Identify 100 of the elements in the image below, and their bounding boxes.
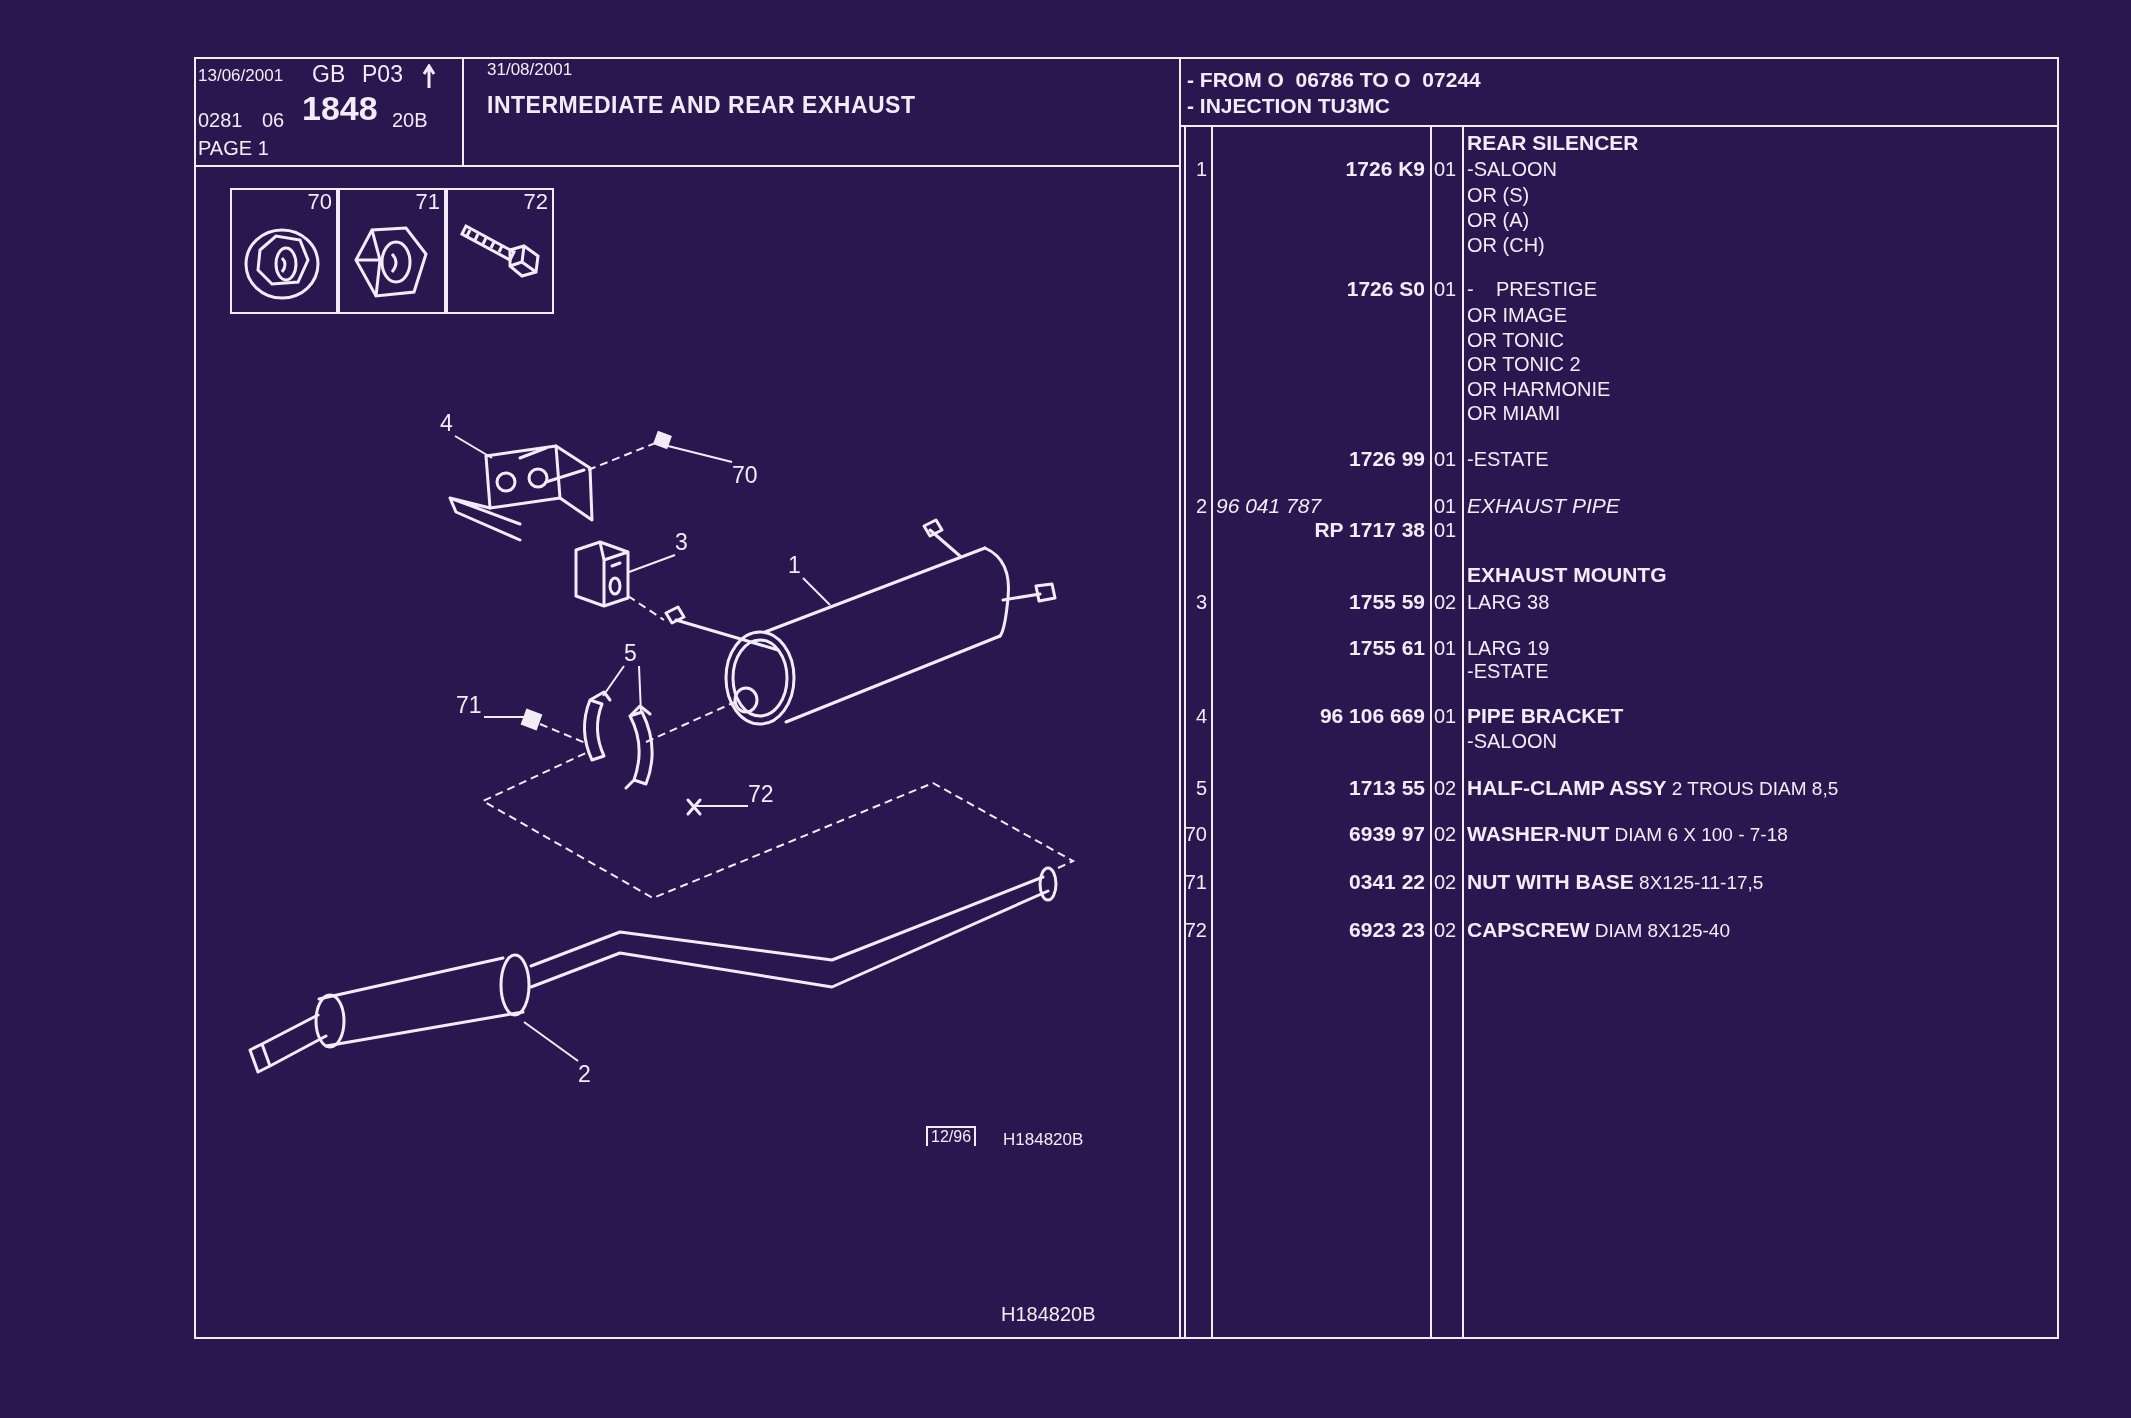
label-text: 01	[1434, 636, 1457, 660]
label-text: 01	[1434, 518, 1457, 542]
catalogue-number: 1848	[302, 96, 378, 120]
label-text: 72	[1184, 918, 1207, 942]
label-text: EXHAUST PIPE	[1467, 494, 1620, 518]
label-text: OR TONIC	[1467, 328, 1565, 352]
part-thumbnail-box	[338, 188, 446, 314]
callout-number: 72	[748, 781, 774, 807]
callout-number: 3	[675, 529, 688, 555]
label-text: REAR SILENCER	[1467, 131, 1639, 155]
leader-line	[483, 716, 525, 718]
label-text: 01	[1434, 494, 1457, 518]
label-text: 0281	[198, 108, 243, 132]
label-text: H184820B	[1001, 1302, 1096, 1326]
label-text: 96 041 787	[1216, 494, 1322, 518]
label-text: 20B	[392, 108, 428, 132]
label-text: -ESTATE	[1467, 659, 1549, 683]
label-text: - INJECTION TU3MC	[1187, 94, 1390, 118]
label-text: 02	[1434, 776, 1457, 800]
label-text: 01	[1434, 277, 1457, 301]
rear-silencer-drawing	[664, 518, 1057, 726]
label-text: 2	[1195, 494, 1207, 518]
half-clamp-drawing	[624, 704, 654, 790]
label-text: -SALOON	[1467, 729, 1558, 753]
callout-number: 5	[624, 640, 637, 666]
label-text: RP 1717 38	[1314, 518, 1425, 542]
pipe-bracket-drawing	[448, 444, 594, 542]
label-text: 1713 55	[1349, 776, 1425, 800]
label-text: 1755 59	[1349, 590, 1425, 614]
callout-number: 2	[578, 1061, 591, 1087]
label-text: LARG 19	[1467, 636, 1550, 660]
label-text: 02	[1434, 590, 1457, 614]
label-text: 70	[1184, 822, 1207, 846]
leader-line	[602, 665, 625, 697]
half-clamp-drawing	[583, 690, 612, 762]
label-text: HALF-CLAMP ASSY 2 TROUS DIAM 8,5	[1467, 776, 1839, 801]
label-text: 01	[1434, 157, 1457, 181]
callout-number: 70	[307, 190, 332, 214]
label-text: EXHAUST MOUNTG	[1467, 563, 1667, 587]
callout-number: 1	[788, 552, 801, 578]
label-text: 4	[1195, 704, 1207, 728]
label-text: WASHER-NUT DIAM 6 X 100 - 7-18	[1467, 822, 1788, 847]
label-text: 1755 61	[1349, 636, 1425, 660]
leader-line	[693, 805, 749, 807]
date-stamp: 12/96	[926, 1126, 977, 1146]
label-text: 0341 22	[1349, 870, 1425, 894]
label-text: 02	[1434, 918, 1457, 942]
label-text: 1	[1195, 157, 1207, 181]
label-text: 6923 23	[1349, 918, 1425, 942]
label-text: - FROM O 06786 TO O 07244	[1187, 68, 1481, 92]
label-text: CAPSCREW DIAM 8X125-40	[1467, 918, 1730, 943]
label-text: OR (CH)	[1467, 233, 1545, 257]
screw-cross-mark	[686, 798, 702, 816]
label-text: 1726 S0	[1346, 277, 1425, 301]
callout-number: 72	[523, 190, 548, 214]
label-text: 1726 99	[1349, 447, 1425, 471]
page-title: INTERMEDIATE AND REAR EXHAUST	[487, 92, 916, 119]
callout-number: 4	[440, 410, 453, 436]
label-text: -SALOON	[1467, 157, 1558, 181]
label-text: 01	[1434, 447, 1457, 471]
label-text: NUT WITH BASE 8X125-11-17,5	[1467, 870, 1764, 895]
leader-line	[638, 665, 642, 714]
callout-number: 70	[732, 462, 758, 488]
assembly-line	[627, 595, 665, 621]
label-text: H184820B	[1003, 1129, 1084, 1151]
leader-line	[628, 554, 676, 573]
label-text: 06	[262, 108, 285, 132]
label-text: 31/08/2001	[487, 59, 573, 81]
label-text: OR IMAGE	[1467, 303, 1567, 327]
mounting-block-drawing	[574, 540, 630, 608]
label-text: - PRESTIGE	[1467, 277, 1598, 301]
label-text: OR TONIC 2	[1467, 352, 1581, 376]
label-text: P03	[362, 62, 403, 86]
label-text: GB	[312, 62, 346, 86]
label-text: OR MIAMI	[1467, 401, 1561, 425]
label-text: 6939 97	[1349, 822, 1425, 846]
leader-line	[454, 435, 493, 459]
callout-number: 71	[415, 190, 440, 214]
leader-line	[802, 577, 831, 606]
leader-line	[523, 1021, 579, 1062]
label-text: 3	[1195, 590, 1207, 614]
label-text: OR HARMONIE	[1467, 377, 1611, 401]
part-thumbnail-box	[230, 188, 338, 314]
leader-line	[667, 445, 733, 463]
label-text: 02	[1434, 822, 1457, 846]
callout-number: 71	[456, 692, 482, 718]
label-text: LARG 38	[1467, 590, 1550, 614]
label-text: 96 106 669	[1319, 704, 1425, 728]
label-text: 71	[1184, 870, 1207, 894]
label-text: -ESTATE	[1467, 447, 1549, 471]
label-text: PIPE BRACKET	[1467, 704, 1624, 728]
label-text: 1726 K9	[1345, 157, 1425, 181]
label-text: PAGE 1	[198, 136, 269, 160]
label-text: 02	[1434, 870, 1457, 894]
assembly-line	[645, 701, 736, 743]
label-text: 5	[1195, 776, 1207, 800]
label-text: OR (S)	[1467, 183, 1530, 207]
part-thumbnail-box	[446, 188, 554, 314]
nut-drawing	[653, 430, 672, 450]
label-text: 13/06/2001	[198, 65, 284, 87]
